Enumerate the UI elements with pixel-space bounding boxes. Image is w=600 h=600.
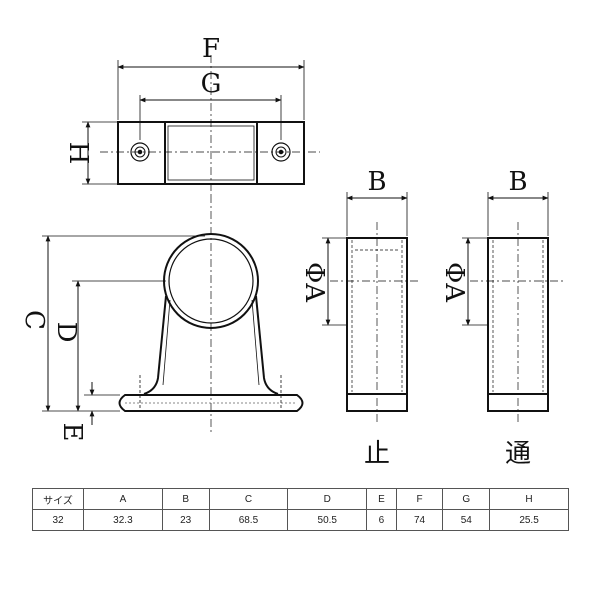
spec-value-cell: 68.5 — [208, 509, 289, 531]
side-view-through — [462, 192, 565, 425]
spec-value-cell: 25.5 — [489, 509, 569, 531]
label-f: F — [202, 34, 220, 64]
spec-value-cell: 54 — [442, 509, 491, 531]
label-h: H — [63, 142, 93, 165]
spec-value-cell: 74 — [395, 509, 444, 531]
top-view — [82, 55, 320, 195]
spec-header-cell: E — [366, 488, 397, 510]
label-through: 通 — [505, 439, 531, 469]
side-view-stop — [322, 192, 420, 425]
spec-value-cell: 32 — [32, 509, 84, 531]
label-b-left: B — [367, 167, 386, 197]
spec-table-value-row: 32 32.3 23 68.5 50.5 6 74 54 25.5 — [32, 509, 569, 531]
label-g: G — [201, 69, 222, 99]
label-c: C — [19, 310, 49, 330]
label-d: D — [51, 322, 81, 343]
spec-header-cell: A — [83, 488, 163, 510]
label-e: E — [57, 423, 87, 442]
label-phia-left: ΦA — [299, 262, 329, 303]
spec-table: サイズ A B C D E F G H 32 32.3 23 68.5 50.5… — [32, 488, 569, 531]
spec-value-cell: 23 — [161, 509, 210, 531]
ring-inner — [168, 238, 254, 324]
spec-header-cell: G — [442, 488, 491, 510]
spec-value-cell: 50.5 — [287, 509, 368, 531]
spec-header-cell: C — [208, 488, 289, 510]
stem-left — [143, 295, 167, 395]
label-phia-right: ΦA — [439, 262, 469, 303]
base-plate-profile — [118, 394, 304, 412]
screw-hole-right — [271, 142, 291, 162]
stem-right — [255, 295, 279, 395]
label-b-right: B — [508, 167, 527, 197]
spec-header-cell: サイズ — [32, 488, 84, 510]
label-stop: 止 — [364, 439, 390, 469]
spec-header-cell: B — [161, 488, 210, 510]
spec-header-cell: D — [287, 488, 368, 510]
spec-value-cell: 32.3 — [83, 509, 163, 531]
spec-header-cell: F — [395, 488, 444, 510]
spec-header-cell: H — [489, 488, 569, 510]
spec-value-cell: 6 — [366, 509, 397, 531]
front-view — [42, 195, 304, 435]
spec-table-header-row: サイズ A B C D E F G H — [32, 488, 569, 510]
